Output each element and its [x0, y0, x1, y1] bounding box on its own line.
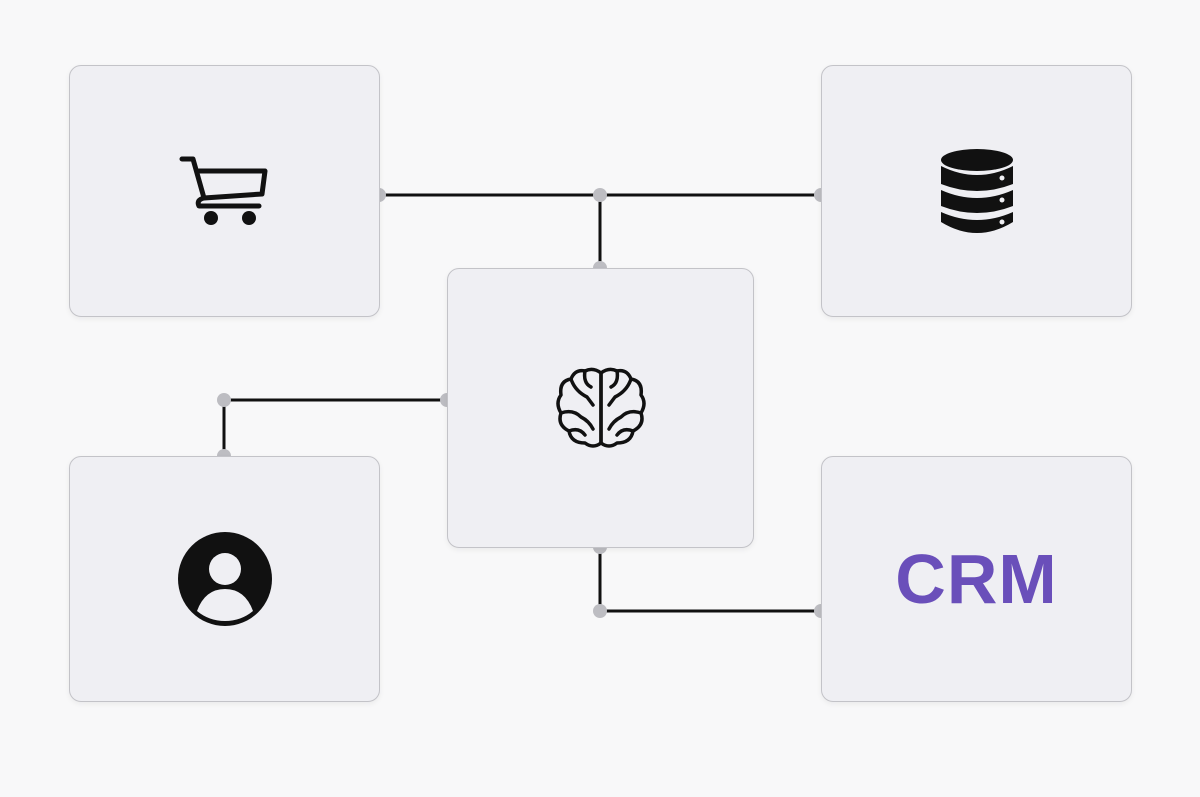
connector-ai-user [222, 398, 447, 456]
brain-icon [555, 367, 646, 448]
user-avatar-icon [177, 532, 272, 626]
database-icon [940, 149, 1013, 233]
node-cart[interactable] [69, 65, 380, 317]
node-crm[interactable]: CRM [821, 456, 1132, 702]
port[interactable] [593, 604, 607, 618]
shopping-cart-icon [179, 156, 267, 225]
port[interactable] [593, 188, 607, 202]
crm-label: CRM [895, 540, 1058, 618]
connector-ai-crm [598, 547, 821, 613]
node-database[interactable] [821, 65, 1132, 317]
node-ai[interactable] [447, 268, 754, 548]
node-user[interactable] [69, 456, 380, 702]
port[interactable] [217, 393, 231, 407]
